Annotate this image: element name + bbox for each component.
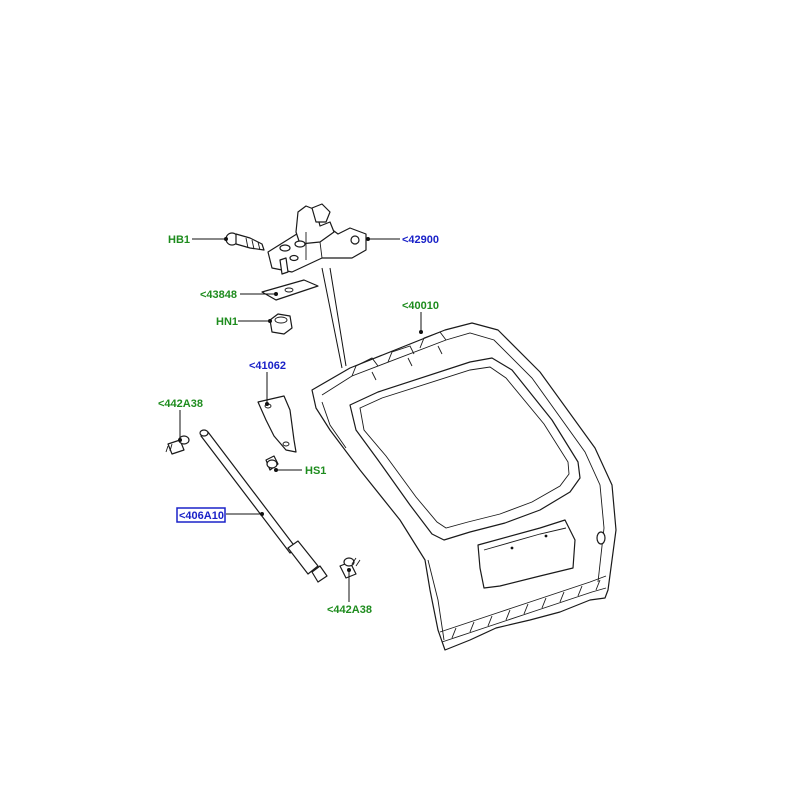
hinge-gasket[interactable]: [261, 279, 319, 301]
callout-442a38-top[interactable]: <442A38: [158, 398, 203, 410]
callout-hn1[interactable]: HN1: [216, 316, 238, 328]
tailgate-panel[interactable]: [311, 322, 617, 651]
ball-stud-bottom[interactable]: [339, 557, 361, 579]
bolt-hb1[interactable]: [225, 232, 265, 251]
callout-40010[interactable]: <40010: [402, 300, 439, 312]
hinge-guide-line-2: [329, 267, 347, 367]
screw-hs1[interactable]: [265, 455, 279, 471]
callout-41062[interactable]: <41062: [249, 360, 286, 372]
hinge-guide-line: [321, 267, 343, 369]
selected-callout-box: [176, 507, 226, 523]
bracket-41062[interactable]: [257, 395, 297, 453]
callout-42900[interactable]: <42900: [402, 234, 439, 246]
callout-hs1[interactable]: HS1: [305, 465, 326, 477]
callout-hb1[interactable]: HB1: [168, 234, 190, 246]
callout-406a10[interactable]: <406A10: [179, 510, 224, 522]
nut-hn1[interactable]: [269, 313, 293, 335]
hinge-assembly[interactable]: [267, 203, 367, 273]
stud: [279, 257, 289, 275]
callout-442a38-bottom[interactable]: <442A38: [327, 604, 372, 616]
ball-stud-top[interactable]: [165, 435, 190, 455]
gasket-hole: [284, 287, 294, 293]
gas-strut[interactable]: [199, 429, 328, 583]
callout-43848[interactable]: <43848: [200, 289, 237, 301]
